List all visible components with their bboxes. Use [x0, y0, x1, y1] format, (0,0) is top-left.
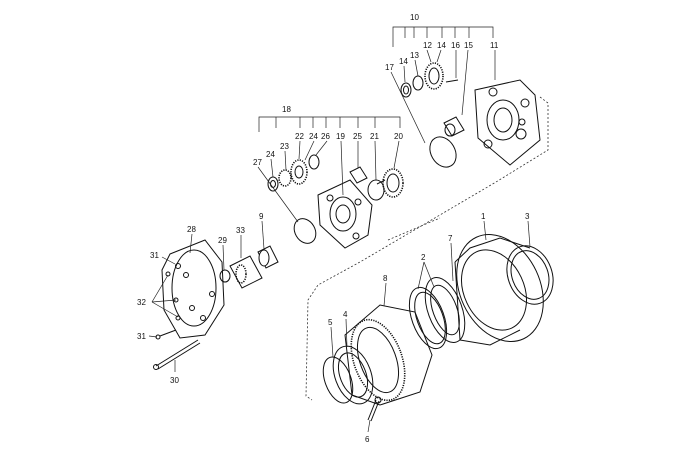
- part-21-ring: [367, 179, 385, 201]
- callout-labels: 10 12 14 16 15 11 13 14 17 18 22 24 26 1…: [137, 13, 530, 444]
- callout-7: 7: [448, 234, 453, 243]
- part-3-seal-ring: [506, 245, 554, 305]
- callout-5: 5: [328, 318, 333, 327]
- callout-24-upper: 24: [309, 132, 318, 141]
- part-2-floating-seal: [408, 286, 448, 350]
- callout-32: 32: [137, 298, 146, 307]
- callout-27: 27: [253, 158, 262, 167]
- callout-14-lower: 14: [399, 57, 408, 66]
- assembly-envelope-line: [305, 96, 549, 401]
- part-22-gear: [290, 159, 308, 185]
- part-31-screw: [155, 329, 177, 340]
- part-9-coupling: [257, 245, 279, 269]
- callout-4: 4: [343, 310, 348, 319]
- callout-3: 3: [525, 212, 530, 221]
- part-29-bearing: [219, 269, 231, 283]
- callout-12: 12: [423, 41, 432, 50]
- callout-9: 9: [259, 212, 264, 221]
- callout-14-upper: 14: [437, 41, 446, 50]
- part-20-sun-gear: [376, 168, 404, 198]
- part-8-ring-gear: [344, 304, 433, 406]
- callout-17: 17: [385, 63, 394, 72]
- part-11-carrier: [474, 79, 541, 166]
- callout-31-upper: 31: [150, 251, 159, 260]
- callout-29: 29: [218, 236, 227, 245]
- part-4-bearing: [332, 345, 374, 405]
- callout-15: 15: [464, 41, 473, 50]
- callout-13: 13: [410, 51, 419, 60]
- part-1-housing: [454, 234, 544, 346]
- part-12-planet-gear: [424, 62, 444, 90]
- callout-19: 19: [336, 132, 345, 141]
- callout-24-lower: 24: [266, 150, 275, 159]
- part-25-bushing: [349, 166, 368, 184]
- callout-23: 23: [280, 142, 289, 151]
- part-14-washer: [400, 82, 412, 98]
- callout-6: 6: [365, 435, 370, 444]
- part-9-snap-ring: [293, 218, 317, 244]
- part-26-washer: [308, 154, 320, 170]
- callout-26: 26: [321, 132, 330, 141]
- callout-16: 16: [451, 41, 460, 50]
- callout-31-lower: 31: [137, 332, 146, 341]
- callout-21: 21: [370, 132, 379, 141]
- part-24-washer: [267, 176, 279, 192]
- leader-lines: [148, 26, 531, 433]
- part-13-washer: [412, 75, 424, 91]
- part-16-pin: [445, 79, 459, 83]
- part-17-snap-ring: [429, 136, 457, 168]
- part-30-bolt: [153, 339, 201, 370]
- callout-25: 25: [353, 132, 362, 141]
- callout-28: 28: [187, 225, 196, 234]
- axis-centerline: [387, 217, 441, 241]
- callout-20: 20: [394, 132, 403, 141]
- part-28-cover: [161, 239, 225, 339]
- callout-1: 1: [481, 212, 486, 221]
- callout-11: 11: [490, 41, 499, 50]
- callout-10: 10: [410, 13, 419, 22]
- callout-22: 22: [295, 132, 304, 141]
- part-15-shaft: [443, 116, 465, 137]
- callout-18: 18: [282, 105, 291, 114]
- part-33-spline-shaft: [229, 255, 263, 289]
- part-7-bearing: [424, 277, 466, 343]
- callout-2: 2: [421, 253, 426, 262]
- part-6-bolt: [367, 396, 382, 422]
- part-5-seal: [322, 356, 354, 404]
- callout-33: 33: [236, 226, 245, 235]
- part-19-carrier: [317, 179, 373, 249]
- callout-8: 8: [383, 274, 388, 283]
- part-23-bearing: [278, 169, 292, 187]
- callout-30: 30: [170, 376, 179, 385]
